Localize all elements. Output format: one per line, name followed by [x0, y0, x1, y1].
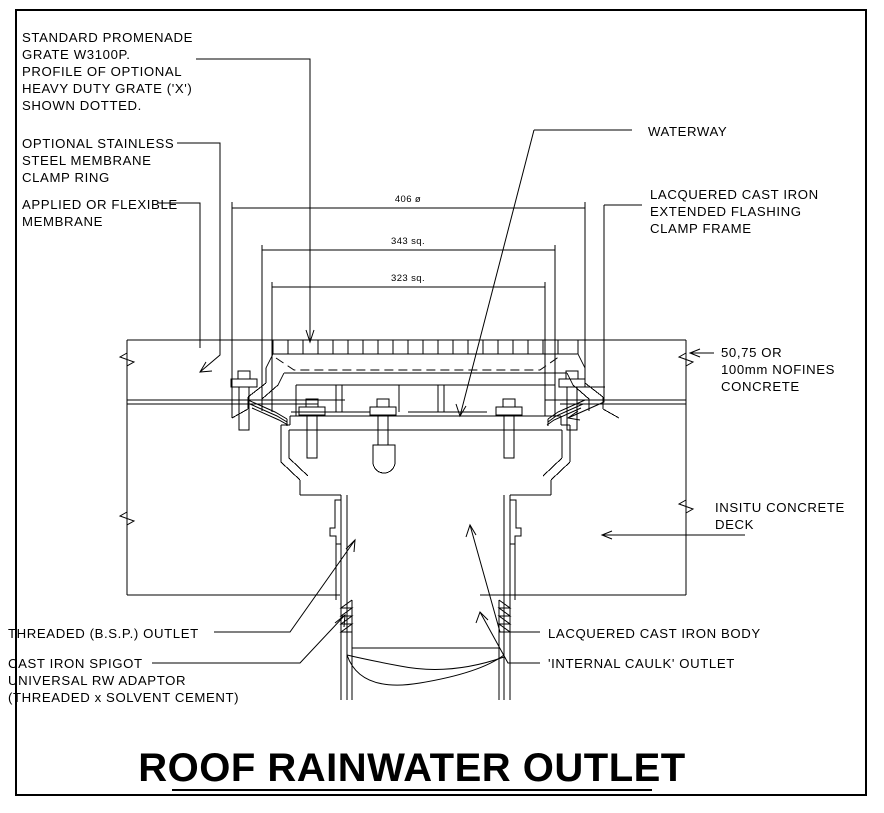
page-title: ROOF RAINWATER OUTLET: [138, 746, 686, 790]
svg-text:DECK: DECK: [715, 517, 754, 532]
applied-or-flexible-membrane: APPLIED OR FLEXIBLE MEMBRANE: [22, 197, 178, 229]
outlet-pipe-spigot: [329, 495, 522, 700]
svg-text:HEAVY DUTY GRATE ('X'): HEAVY DUTY GRATE ('X'): [22, 81, 192, 96]
heavy-duty-grate-profile-dashed: [275, 355, 561, 371]
flashing-clamp-frame: [231, 353, 620, 425]
svg-text:STEEL MEMBRANE: STEEL MEMBRANE: [22, 153, 152, 168]
svg-text:(THREADED x SOLVENT CEMENT): (THREADED x SOLVENT CEMENT): [8, 690, 239, 705]
svg-text:WATERWAY: WATERWAY: [648, 124, 727, 139]
internal-caulk-outlet-label: 'INTERNAL CAULK' OUTLET: [548, 656, 735, 671]
svg-text:PROFILE OF OPTIONAL: PROFILE OF OPTIONAL: [22, 64, 182, 79]
waterway-label: WATERWAY: [648, 124, 727, 139]
svg-text:OPTIONAL STAINLESS: OPTIONAL STAINLESS: [22, 136, 174, 151]
lacquered-cast-iron-body-label: LACQUERED CAST IRON BODY: [548, 626, 761, 641]
svg-text:INSITU CONCRETE: INSITU CONCRETE: [715, 500, 845, 515]
svg-text:CLAMP RING: CLAMP RING: [22, 170, 110, 185]
dimension-lines: 406 ø 343 sq. 323 sq.: [231, 194, 586, 418]
svg-text:LACQUERED CAST IRON BODY: LACQUERED CAST IRON BODY: [548, 626, 761, 641]
membrane-clamp-ring-layers: [247, 399, 586, 426]
svg-text:'INTERNAL CAULK' OUTLET: 'INTERNAL CAULK' OUTLET: [548, 656, 735, 671]
cast-iron-spigot-universal-rw-adaptor-label: CAST IRON SPIGOT UNIVERSAL RW ADAPTOR (T…: [8, 656, 239, 705]
optional-stainless-steel-membrane-clamp-ring: OPTIONAL STAINLESS STEEL MEMBRANE CLAMP …: [22, 136, 174, 185]
svg-text:SHOWN DOTTED.: SHOWN DOTTED.: [22, 98, 142, 113]
nofines-concrete-label: 50,75 OR 100mm NOFINES CONCRETE: [721, 345, 835, 394]
svg-text:UNIVERSAL RW ADAPTOR: UNIVERSAL RW ADAPTOR: [8, 673, 186, 688]
svg-text:50,75 OR: 50,75 OR: [721, 345, 782, 360]
leader-lines: [152, 58, 745, 664]
insitu-concrete-deck-label: INSITU CONCRETE DECK: [715, 500, 845, 532]
svg-text:THREADED (B.S.P.) OUTLET: THREADED (B.S.P.) OUTLET: [8, 626, 199, 641]
svg-text:APPLIED OR FLEXIBLE: APPLIED OR FLEXIBLE: [22, 197, 178, 212]
svg-text:100mm NOFINES: 100mm NOFINES: [721, 362, 835, 377]
dimension-label-406: 406 ø: [395, 194, 421, 205]
svg-text:CONCRETE: CONCRETE: [721, 379, 800, 394]
concrete-deck-section: [118, 339, 695, 596]
threaded-bsp-outlet-label: THREADED (B.S.P.) OUTLET: [8, 626, 199, 641]
cast-iron-body: [280, 385, 571, 496]
clamp-bolts: [230, 370, 605, 474]
lacquered-cast-iron-extended-flashing-clamp-frame: LACQUERED CAST IRON EXTENDED FLASHING CL…: [650, 187, 819, 236]
annotation-texts: STANDARD PROMENADE GRATE W3100P. PROFILE…: [8, 30, 845, 705]
svg-text:CAST IRON SPIGOT: CAST IRON SPIGOT: [8, 656, 143, 671]
svg-text:LACQUERED CAST IRON: LACQUERED CAST IRON: [650, 187, 819, 202]
drawing-title-block: ROOF RAINWATER OUTLET: [138, 746, 686, 791]
sheet-border: [15, 9, 867, 796]
svg-text:EXTENDED FLASHING: EXTENDED FLASHING: [650, 204, 802, 219]
svg-text:STANDARD PROMENADE: STANDARD PROMENADE: [22, 30, 193, 45]
svg-text:GRATE W3100P.: GRATE W3100P.: [22, 47, 130, 62]
dimension-label-323: 323 sq.: [391, 273, 425, 284]
svg-text:CLAMP FRAME: CLAMP FRAME: [650, 221, 752, 236]
promenade-grate: [272, 339, 579, 355]
standard-promenade-grate-note: STANDARD PROMENADE GRATE W3100P. PROFILE…: [22, 30, 193, 113]
dimension-label-343: 343 sq.: [391, 236, 425, 247]
svg-text:MEMBRANE: MEMBRANE: [22, 214, 103, 229]
